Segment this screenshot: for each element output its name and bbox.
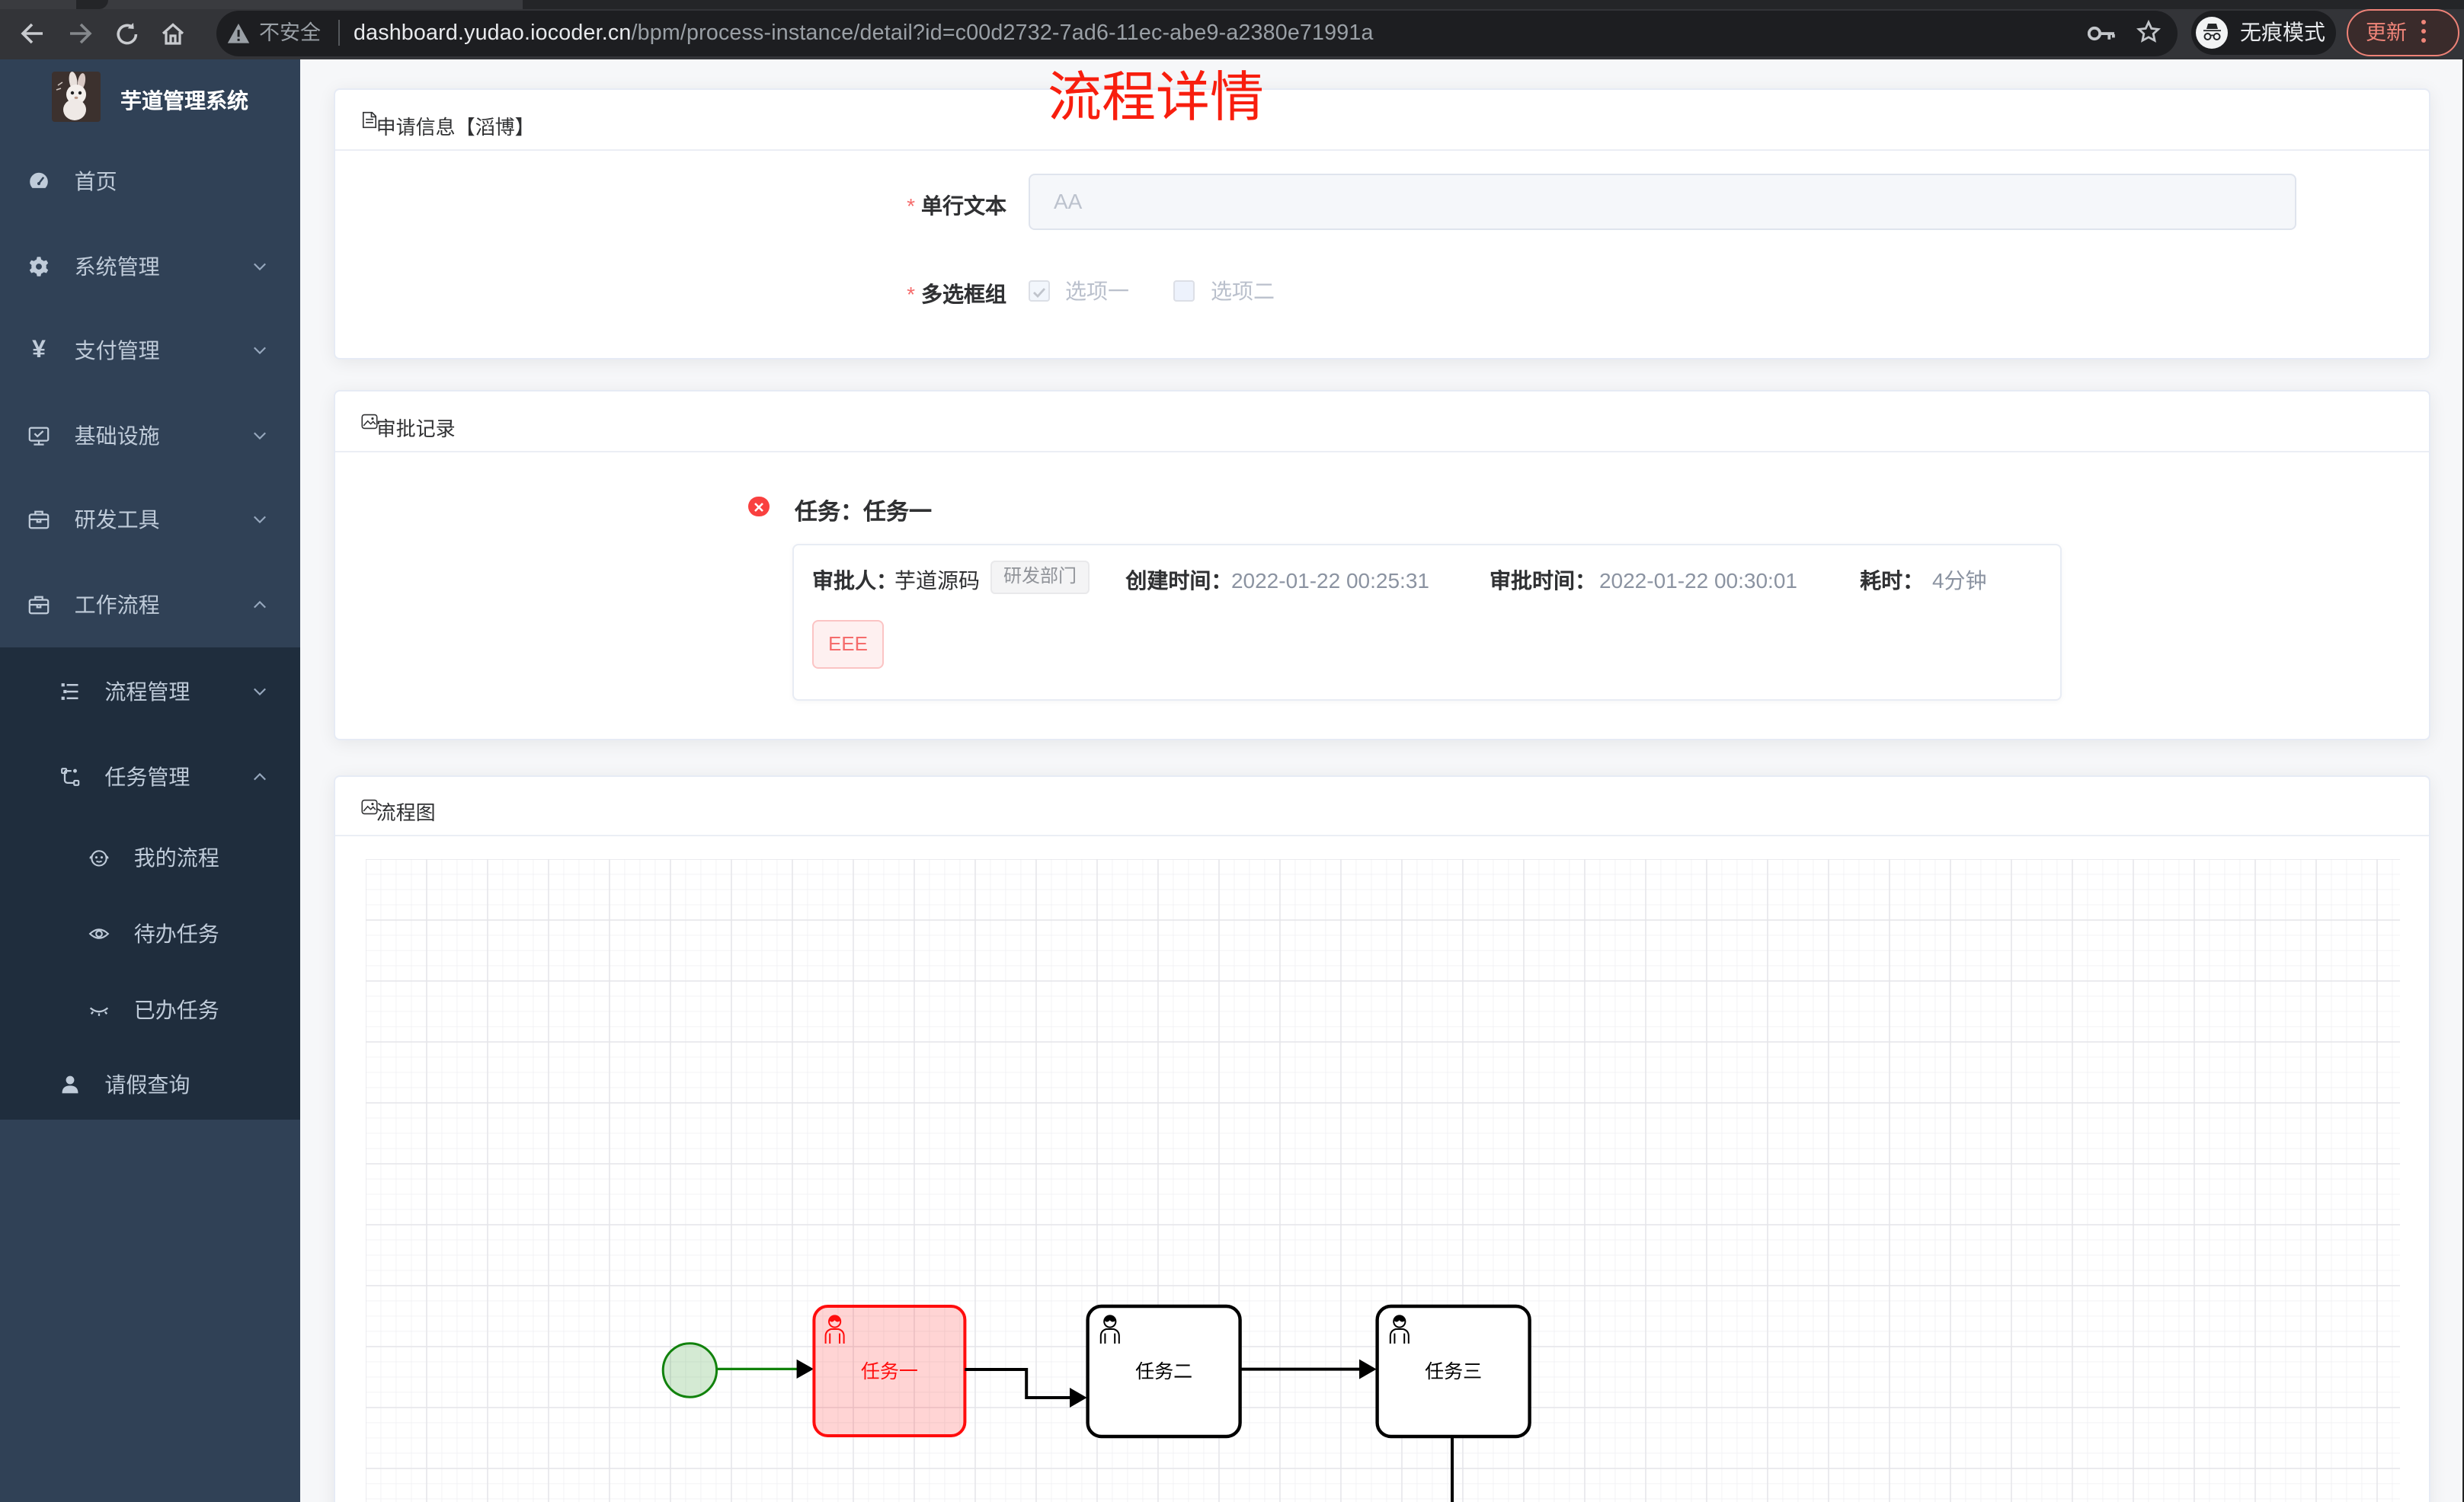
svg-text:任务三: 任务三	[1425, 1361, 1482, 1382]
svg-text:任务二: 任务二	[1135, 1361, 1192, 1382]
svg-text:任务一: 任务一	[861, 1361, 918, 1382]
